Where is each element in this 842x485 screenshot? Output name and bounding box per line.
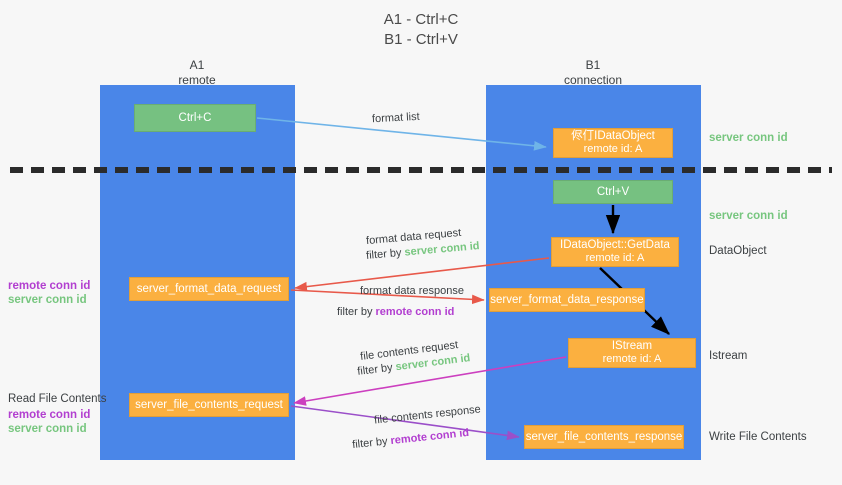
label-format-list: format list: [371, 110, 420, 126]
box-istream-sub: remote id: A: [602, 353, 662, 365]
box-ctrl-v-label: Ctrl+V: [596, 185, 630, 198]
box-istream[interactable]: IStream remote id: A: [568, 338, 696, 368]
box-idataobject-getdata[interactable]: IDataObject::GetData remote id: A: [551, 237, 679, 267]
filter-prefix: filter by: [365, 246, 406, 262]
box-ctrl-c[interactable]: Ctrl+C: [134, 104, 256, 132]
annotation-server-conn-id-second: server conn id: [709, 210, 788, 222]
lane-a1-name: A1: [189, 58, 205, 72]
label-file-contents-response-filter: filter by remote conn id: [352, 427, 470, 452]
box-ctrl-v[interactable]: Ctrl+V: [553, 180, 673, 204]
lane-header-a1: A1 remote: [137, 58, 257, 88]
box-server-format-data-request-label: server_format_data_request: [136, 282, 282, 295]
annotation-server-conn-id-top: server conn id: [709, 132, 788, 144]
label-file-contents-response: file contents response: [373, 403, 482, 427]
annotation-remote-conn-id-2: remote conn id: [8, 409, 91, 421]
box-istream-label: IStream: [611, 340, 653, 352]
lane-a1-role: remote: [178, 73, 216, 87]
box-getdata-label: IDataObject::GetData: [560, 239, 670, 251]
annotation-remote-conn-id-1: remote conn id: [8, 280, 91, 292]
box-server-format-data-response[interactable]: server_format_data_response: [489, 288, 645, 312]
box-idataobject-label: 侭仃IDataObject: [571, 130, 655, 142]
filter-value-remote-conn-id: remote conn id: [389, 426, 470, 448]
label-format-data-response: format data response: [360, 285, 464, 297]
filter-prefix: filter by: [337, 306, 376, 318]
box-idataobject-sub: remote id: A: [583, 143, 643, 155]
box-getdata-sub: remote id: A: [585, 252, 645, 264]
box-server-file-contents-response-label: server_file_contents_response: [525, 430, 683, 443]
label-format-data-response-filter: filter by remote conn id: [337, 306, 454, 319]
annotation-read-file-contents: Read File Contents: [8, 393, 107, 405]
box-ctrl-c-label: Ctrl+C: [178, 111, 212, 124]
annotation-server-conn-id-2: server conn id: [8, 423, 87, 435]
dashed-divider: [10, 167, 832, 173]
box-server-file-contents-response[interactable]: server_file_contents_response: [524, 425, 684, 449]
annotation-istream: Istream: [709, 350, 748, 362]
annotation-write-file-contents: Write File Contents: [709, 431, 807, 443]
lane-b1-name: B1: [585, 58, 601, 72]
box-server-file-contents-request[interactable]: server_file_contents_request: [129, 393, 289, 417]
box-server-format-data-response-label: server_format_data_response: [490, 293, 644, 306]
annotation-dataobject: DataObject: [709, 245, 767, 257]
filter-value-remote-conn-id: remote conn id: [375, 306, 455, 318]
box-idataobject[interactable]: 侭仃IDataObject remote id: A: [553, 128, 673, 158]
lane-header-b1: B1 connection: [533, 58, 653, 88]
filter-prefix: filter by: [351, 435, 392, 452]
lane-b1-role: connection: [563, 73, 623, 87]
title-line-2: B1 - Ctrl+V: [384, 31, 458, 48]
annotation-conn-ids-file: remote conn id server conn id: [8, 408, 90, 436]
page-title: A1 - Ctrl+C B1 - Ctrl+V: [0, 10, 842, 50]
title-line-1: A1 - Ctrl+C: [383, 11, 459, 28]
annotation-conn-ids-format: remote conn id server conn id: [8, 279, 90, 307]
box-server-file-contents-request-label: server_file_contents_request: [135, 398, 283, 411]
annotation-server-conn-id-1: server conn id: [8, 294, 87, 306]
box-server-format-data-request[interactable]: server_format_data_request: [129, 277, 289, 301]
